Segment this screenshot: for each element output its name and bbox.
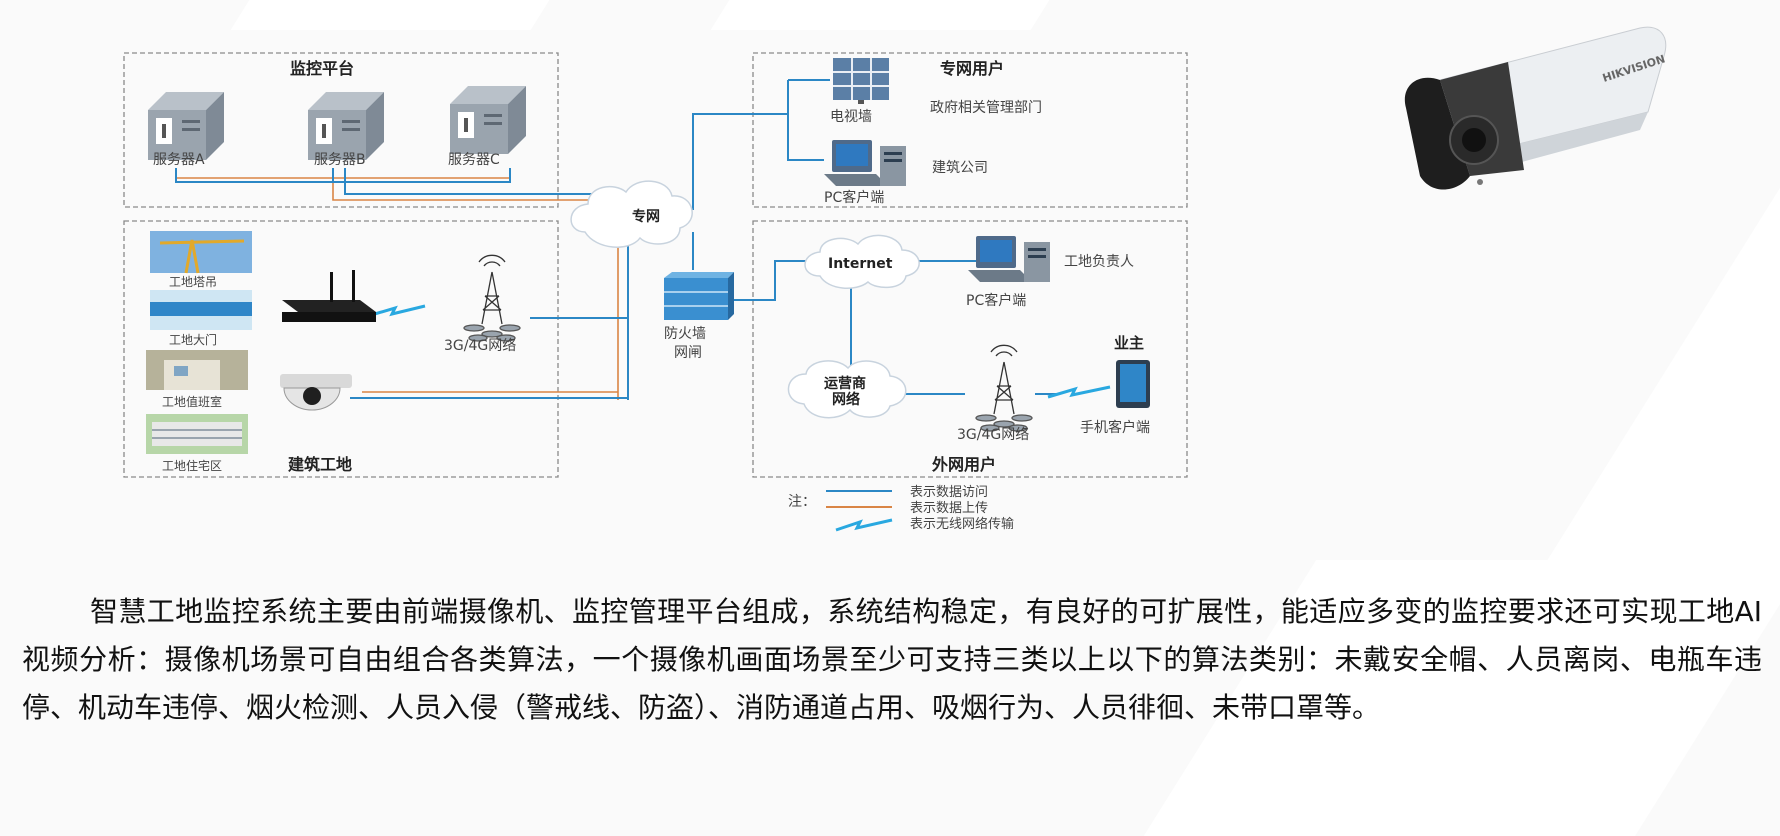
dome-camera-icon [280,374,352,411]
tv-wall-icon [833,58,889,104]
private-users-title: 专网用户 [940,59,1004,78]
legend-upload-label: 表示数据上传 [910,501,988,516]
legend-wireless-line [835,518,893,532]
server-c-icon [450,86,526,154]
firewall-label-line1: 防火墙 [664,326,706,342]
owner-label: 业主 [1114,334,1144,352]
carrier-cloud [787,360,907,419]
company-label: 建筑公司 [932,160,988,176]
carrier-label-line1: 运营商 [824,375,866,392]
router-icon [282,270,376,322]
external-users-box [752,220,1188,478]
site-item-duty-room: 工地值班室 [162,394,222,409]
legend-note: 注： [788,494,816,510]
legend-wireless-label: 表示无线网络传输 [910,516,1014,532]
description-paragraph: 智慧工地监控系统主要由前端摄像机、监控管理平台组成，系统结构稳定，有良好的可扩展… [22,595,1762,724]
bullet-camera-image [1404,26,1667,190]
platform-title: 监控平台 [290,59,354,78]
carrier-label-line2: 网络 [832,391,860,408]
firewall-icon [664,272,734,320]
external-pc-icon [968,236,1050,282]
network-diagram: 服务器A 服务器B 服务器C 监控平台 专网 电视墙 政府相关管理部门 PC客户… [123,26,1667,532]
access-line-servers [175,168,628,195]
private-network-label: 专网 [632,208,660,225]
site-item-residential: 工地住宅区 [162,458,222,473]
site-item-tower-crane: 工地塔吊 [169,275,217,289]
external-pc-label: PC客户端 [966,292,1026,309]
site-box [123,220,559,478]
external-network-tower-icon [975,344,1033,432]
external-network-label: 3G/4G网络 [957,427,1029,443]
site-network-tower-icon [463,254,521,342]
private-network-cloud [570,180,693,248]
server-c-label: 服务器C [448,152,500,168]
tower-crane-image [150,231,252,274]
server-a-icon [148,92,224,160]
site-manager-label: 工地负责人 [1064,254,1134,270]
firewall-label-line2: 网闸 [674,345,702,361]
site-gate-image [150,290,252,330]
server-a-label: 服务器A [153,152,205,168]
government-label: 政府相关管理部门 [930,100,1042,116]
legend-access-label: 表示数据访问 [910,485,988,500]
duty-room-image [146,350,248,390]
private-pc-label: PC客户端 [824,189,884,206]
private-pc-icon [824,140,906,186]
residential-image [146,414,248,454]
private-users-box [752,52,1188,208]
wireless-link-site [367,304,426,318]
server-b-label: 服务器B [314,152,366,168]
site-network-label: 3G/4G网络 [444,338,516,354]
site-title: 建筑工地 [288,455,352,474]
upload-line-server-b [332,168,619,400]
mobile-client-icon [1116,360,1150,408]
external-users-title: 外网用户 [931,455,996,474]
tv-wall-label: 电视墙 [830,109,872,125]
platform-box [123,52,559,208]
access-line-private-users [692,79,830,210]
mobile-client-label: 手机客户端 [1080,419,1150,436]
internet-label: Internet [828,256,893,272]
wireless-link-external [1047,385,1111,399]
upload-line-servers [175,168,511,179]
internet-cloud [804,234,920,289]
server-b-icon [308,92,384,160]
site-item-gate: 工地大门 [169,332,217,347]
